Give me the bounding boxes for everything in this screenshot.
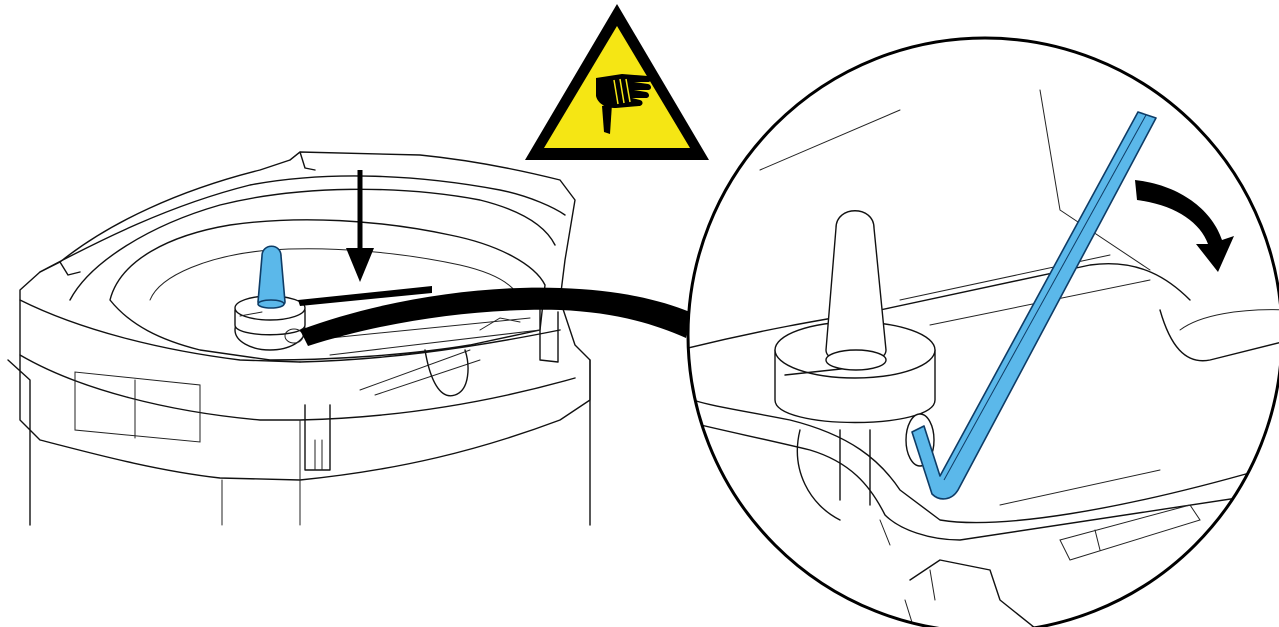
callout-beam — [298, 286, 432, 306]
detail-circle-bg — [688, 38, 1279, 627]
clip-right — [539, 309, 559, 363]
zoom-right-lip-inner — [1179, 309, 1279, 331]
zoom-clip-top — [909, 559, 1041, 627]
lid-well — [109, 219, 546, 361]
label-panel — [74, 371, 201, 443]
latch-detail — [479, 317, 521, 331]
cone-base — [257, 299, 285, 309]
zoom-front-rim-lower — [688, 419, 1279, 541]
insert-arrow-head — [346, 248, 374, 282]
handle-cutout — [424, 349, 469, 397]
front-edge-left — [19, 299, 301, 363]
zoom-slot — [1059, 504, 1201, 561]
left-notch — [59, 261, 81, 276]
zoom-back-wall — [759, 89, 1151, 271]
zoom-slot-divider — [1094, 529, 1101, 551]
zoom-cone-base — [825, 349, 887, 371]
lid-rim — [39, 175, 566, 273]
zoom-hub-stem — [839, 429, 871, 506]
hex-key-edge — [943, 114, 1147, 481]
slot-rib — [359, 349, 481, 396]
detail-circle-border — [686, 36, 1279, 627]
clip-left-detail — [314, 439, 323, 471]
detail-magnifier — [686, 36, 1279, 627]
blue-cone-pin — [257, 245, 286, 309]
callout-connector — [300, 287, 690, 346]
hand-cut-warning-icon — [525, 4, 709, 160]
clip-left — [304, 404, 331, 471]
back-notch — [289, 151, 316, 171]
zoom-right-lip — [1159, 309, 1279, 362]
rotate-clockwise-arrow — [1135, 180, 1234, 272]
zoom-floor-lines — [879, 469, 1161, 546]
tank-overview — [7, 151, 591, 526]
hand-icon — [596, 74, 651, 108]
blade-icon — [602, 104, 612, 134]
lid-rim-inner — [69, 188, 556, 301]
front-edge-right — [299, 329, 561, 363]
zoom-side-curve — [796, 429, 841, 521]
hex-key — [911, 111, 1157, 500]
well-inner-edge — [149, 248, 521, 301]
zoom-hub-marker — [784, 367, 851, 376]
body-left-edge — [7, 359, 31, 526]
hub-marker — [239, 311, 263, 317]
cut-lines — [613, 78, 631, 105]
zoom-front-rim — [688, 394, 1261, 524]
